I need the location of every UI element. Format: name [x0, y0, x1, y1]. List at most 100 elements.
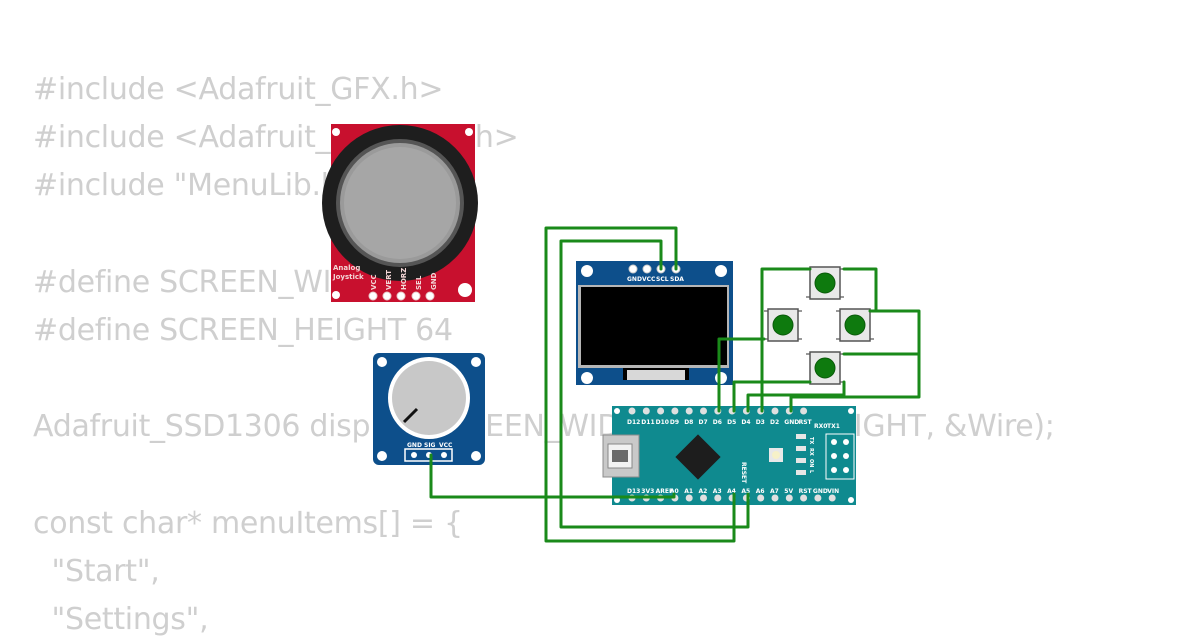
pushbutton-up[interactable] — [806, 266, 844, 300]
wire-sda[interactable] — [544, 226, 736, 543]
header-pin-label: D3 — [756, 419, 765, 426]
oled-module[interactable]: GND VCC SCL SDA — [576, 261, 733, 385]
header-pin-top[interactable] — [671, 407, 679, 415]
joystick-pin[interactable] — [425, 291, 435, 301]
wire-button-down[interactable] — [732, 380, 812, 413]
led-label: ON — [808, 459, 814, 467]
header-pin-label: D11 — [641, 419, 654, 426]
wire-button-up[interactable] — [760, 267, 812, 413]
header-pin-top[interactable] — [771, 407, 779, 415]
joystick-module[interactable]: Analog Joystick VCC VERT HORZ SEL GND — [322, 124, 478, 302]
pot-pin[interactable] — [411, 452, 417, 458]
header-pin-label: D13 — [627, 488, 640, 495]
header-pin-bottom[interactable] — [814, 494, 822, 502]
header-pin-label: D7 — [699, 419, 708, 426]
header-pin-top[interactable] — [642, 407, 650, 415]
oled-pin-label: SCL — [656, 276, 669, 283]
wire-pot-signal[interactable] — [429, 453, 676, 499]
oled-pin[interactable] — [628, 264, 638, 274]
code-line: Adafruit_SSD1306 display(SCREEN_WIDTH, S… — [33, 409, 1055, 445]
header-pin-label: D9 — [670, 419, 679, 426]
code-line: "Start", — [33, 553, 160, 589]
header-pin-label: D10 — [656, 419, 669, 426]
pot-pin-label: GND — [407, 442, 422, 449]
header-pin-top[interactable] — [800, 407, 808, 415]
header-pin-top[interactable] — [628, 407, 636, 415]
oled-screen — [581, 287, 727, 365]
wire-scl[interactable] — [559, 239, 750, 529]
header-pin-label: 5V — [784, 488, 793, 495]
header-pin-bottom[interactable] — [785, 494, 793, 502]
header-pin-bottom[interactable] — [800, 494, 808, 502]
wire-button-gnd-2[interactable] — [746, 380, 846, 413]
joystick-pin[interactable] — [368, 291, 378, 301]
header-pin-label: A6 — [756, 488, 765, 495]
button-cap[interactable] — [772, 314, 794, 336]
joystick-pin-label: HORZ — [400, 268, 408, 290]
header-pin-bottom[interactable] — [700, 494, 707, 502]
code-line: #include <Adafruit_GFX.h> — [33, 72, 444, 107]
joystick-pin[interactable] — [382, 291, 392, 301]
led-label: L — [808, 470, 814, 474]
code-line: #define SCREEN_HEIGHT 64 — [33, 312, 453, 348]
header-pin-bottom[interactable] — [757, 494, 765, 502]
oled-pin-label: VCC — [642, 276, 656, 283]
joystick-pin-label: VCC — [370, 274, 378, 290]
pot-pin-label: VCC — [439, 442, 453, 449]
header-pin-bottom[interactable] — [828, 494, 836, 502]
header-pin-label: A1 — [684, 488, 693, 495]
header-pin-label: RST — [799, 488, 813, 495]
header-pin-label: D6 — [713, 419, 722, 426]
header-pin-label: VIN — [827, 488, 839, 495]
header-pin-bottom[interactable] — [685, 494, 693, 502]
header-pin-label: RX0 — [814, 423, 827, 430]
joystick-pin-label: GND — [430, 272, 438, 290]
header-pin-bottom[interactable] — [771, 494, 779, 502]
led-indicator — [796, 446, 806, 451]
header-pin-label: GND — [813, 488, 828, 495]
button-cap[interactable] — [844, 314, 866, 336]
header-pin-label: A3 — [713, 488, 722, 495]
joystick-label-1: Analog — [333, 264, 360, 272]
wire-button-left[interactable] — [717, 337, 766, 413]
header-pin-label: D8 — [684, 419, 693, 426]
header-pin-top[interactable] — [700, 407, 707, 415]
header-pin-bottom[interactable] — [714, 494, 722, 502]
led-label: RX — [808, 448, 814, 456]
joystick-pin[interactable] — [396, 291, 406, 301]
header-pin-label: A4 — [727, 488, 736, 495]
led-indicator — [796, 434, 806, 439]
code-line: const char* menuItems[] = { — [33, 505, 463, 541]
led-label: TX — [808, 437, 814, 444]
reset-label: RESET — [740, 462, 747, 484]
wire-button-right[interactable] — [842, 309, 921, 356]
pot-pin[interactable] — [441, 452, 447, 458]
wire-button-gnd-1[interactable] — [842, 267, 878, 313]
button-cap[interactable] — [814, 272, 836, 294]
code-line: #include "MenuLib.h" — [33, 168, 353, 204]
joystick-pin-label: VERT — [385, 270, 393, 290]
wire-gnd[interactable] — [789, 352, 921, 413]
led-indicator — [796, 458, 806, 463]
pushbutton-right[interactable] — [836, 308, 874, 342]
joystick-label-2: Joystick — [332, 273, 364, 281]
header-pin-top[interactable] — [685, 407, 693, 415]
pushbutton-down[interactable] — [806, 351, 844, 385]
joystick-pin[interactable] — [411, 291, 421, 301]
potentiometer-knob[interactable] — [392, 361, 466, 435]
icsp-header — [825, 433, 855, 480]
arduino-board — [612, 406, 856, 505]
oled-pin[interactable] — [642, 264, 652, 274]
header-pin-label: TX1 — [827, 423, 840, 430]
joystick-pin-label: SEL — [415, 275, 423, 290]
pushbutton-left[interactable] — [764, 308, 802, 342]
header-pin-top[interactable] — [657, 407, 665, 415]
oled-pin-label: GND — [627, 276, 642, 283]
led-indicator — [796, 470, 806, 475]
header-pin-label: AREF — [656, 488, 673, 495]
header-pin-label: D5 — [727, 419, 736, 426]
button-cap[interactable] — [814, 357, 836, 379]
oled-pin-label: SDA — [670, 276, 684, 283]
potentiometer-module[interactable]: GND SIG VCC — [373, 353, 485, 465]
